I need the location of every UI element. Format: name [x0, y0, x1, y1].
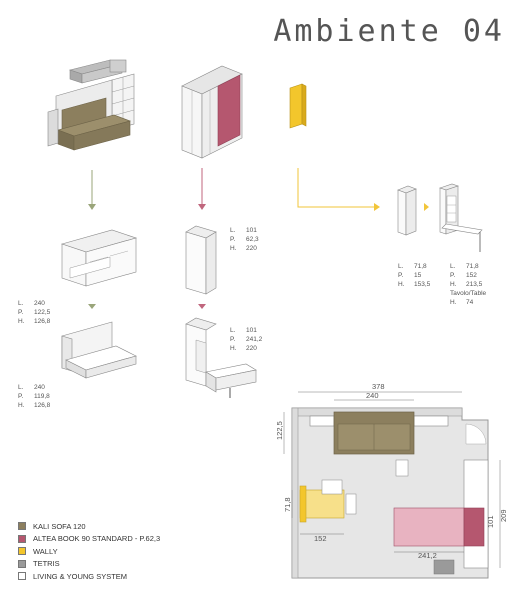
dim-key: L.	[18, 300, 24, 307]
dim-key: H.	[450, 281, 457, 288]
dim-bed-width: 101	[486, 515, 495, 528]
sofa-closed-dims: L. 240 P. 122,5 H. 126,8	[18, 300, 51, 325]
dim-key: P.	[230, 236, 235, 243]
dim-value: 153,5	[414, 281, 431, 288]
dim-value: 241,2	[246, 336, 263, 343]
dim-key: P.	[230, 336, 235, 343]
dim-value: 71,8	[466, 263, 479, 270]
dim-value: 62,3	[246, 236, 259, 243]
dim-value: 240	[34, 384, 45, 391]
dim-value: 220	[246, 245, 257, 252]
sofa-closed-illustration	[60, 229, 138, 287]
dim-value: 152	[466, 272, 477, 279]
wally-closed-dims: L. 71,8 P. 15 H. 153,5	[398, 263, 431, 288]
dim-width-total: 378	[372, 382, 385, 391]
dim-key: P.	[398, 272, 403, 279]
dim-key: H.	[230, 345, 237, 352]
altea-small-arrow	[198, 304, 206, 309]
legend-swatch	[18, 572, 26, 581]
dim-value: 74	[466, 299, 474, 306]
legend-label: KALI SOFA 120	[33, 521, 86, 531]
altea-closed-dims: L. 101 P. 62,3 H. 220	[230, 227, 259, 252]
wally-panel-illustration	[289, 83, 307, 129]
dim-value: 220	[246, 345, 257, 352]
dim-value: 122,5	[34, 309, 51, 316]
dim-value: 15	[414, 272, 422, 279]
legend-swatch	[18, 547, 26, 556]
dim-desk-width: 152	[314, 534, 327, 543]
dim-key: H.	[398, 281, 405, 288]
altea-open-illustration	[185, 317, 257, 398]
legend-item: TETRIS	[18, 558, 160, 571]
dim-value: 71,8	[414, 263, 427, 270]
dim-key: L.	[450, 263, 456, 270]
dim-value: 119,8	[34, 393, 50, 400]
wally-open-illustration	[439, 183, 483, 252]
dim-value: 101	[246, 227, 257, 234]
dim-width-sofa: 240	[366, 391, 379, 400]
dim-key: L.	[398, 263, 404, 270]
legend-label: LIVING & YOUNG SYSTEM	[33, 571, 128, 581]
dim-value: 240	[34, 300, 45, 307]
wally-closed-illustration	[397, 185, 417, 236]
dim-right-height: 209	[499, 509, 508, 522]
legend-item: KALI SOFA 120	[18, 520, 160, 533]
dim-desk-depth: 71,8	[283, 497, 292, 512]
sofa-open-illustration	[61, 321, 137, 379]
kali-small-arrow	[88, 304, 96, 309]
legend-swatch	[18, 534, 26, 543]
legend: KALI SOFA 120 ALTEA BOOK 90 STANDARD - P…	[18, 520, 160, 583]
legend-label: TETRIS	[33, 559, 60, 569]
dim-key: P.	[18, 393, 23, 400]
dim-value: 126,8	[34, 318, 51, 325]
dim-value: 126,8	[34, 402, 51, 409]
wally-open-dims: L. 71,8 P. 152 H. 213,5 Tavolo/Table H. …	[450, 263, 487, 306]
dim-key: H.	[18, 402, 25, 409]
altea-open-dims: L. 101 P. 241,2 H. 220	[230, 327, 263, 352]
dim-value: 101	[246, 327, 257, 334]
dim-key: H.	[230, 245, 237, 252]
floor-plan-dims: 378 240 122,5 71,8 152 241,2 101 209	[275, 382, 508, 560]
legend-swatch	[18, 522, 26, 531]
dim-key: Tavolo/Table	[450, 290, 487, 297]
altea-closed-illustration	[185, 225, 217, 295]
kali-sofa-composition-illustration	[47, 59, 135, 151]
wally-small-arrow	[424, 203, 429, 211]
legend-item: WALLY	[18, 545, 160, 558]
dim-key: P.	[18, 309, 23, 316]
kali-arrow	[88, 170, 96, 210]
dim-key: P.	[450, 272, 455, 279]
dim-key: L.	[230, 227, 236, 234]
altea-wardrobe-illustration	[181, 65, 243, 159]
legend-item: LIVING & YOUNG SYSTEM	[18, 570, 160, 583]
legend-item: ALTEA BOOK 90 STANDARD - P.62,3	[18, 533, 160, 546]
floor-plan	[283, 391, 501, 579]
altea-arrow	[198, 168, 206, 210]
legend-label: ALTEA BOOK 90 STANDARD - P.62,3	[33, 534, 161, 544]
page-title: Ambiente 04	[273, 14, 505, 49]
dim-key: H.	[18, 318, 25, 325]
legend-swatch	[18, 559, 26, 568]
dim-value: 213,5	[466, 281, 483, 288]
dim-bed-length: 241,2	[418, 551, 437, 560]
legend-label: WALLY	[33, 546, 58, 556]
dim-key: H.	[450, 299, 457, 306]
wally-arrow	[297, 168, 380, 211]
dim-key: L.	[230, 327, 236, 334]
sofa-open-dims: L. 240 P. 119,8 H. 126,8	[18, 384, 51, 409]
dim-depth-left: 122,5	[275, 421, 284, 440]
dim-key: L.	[18, 384, 24, 391]
